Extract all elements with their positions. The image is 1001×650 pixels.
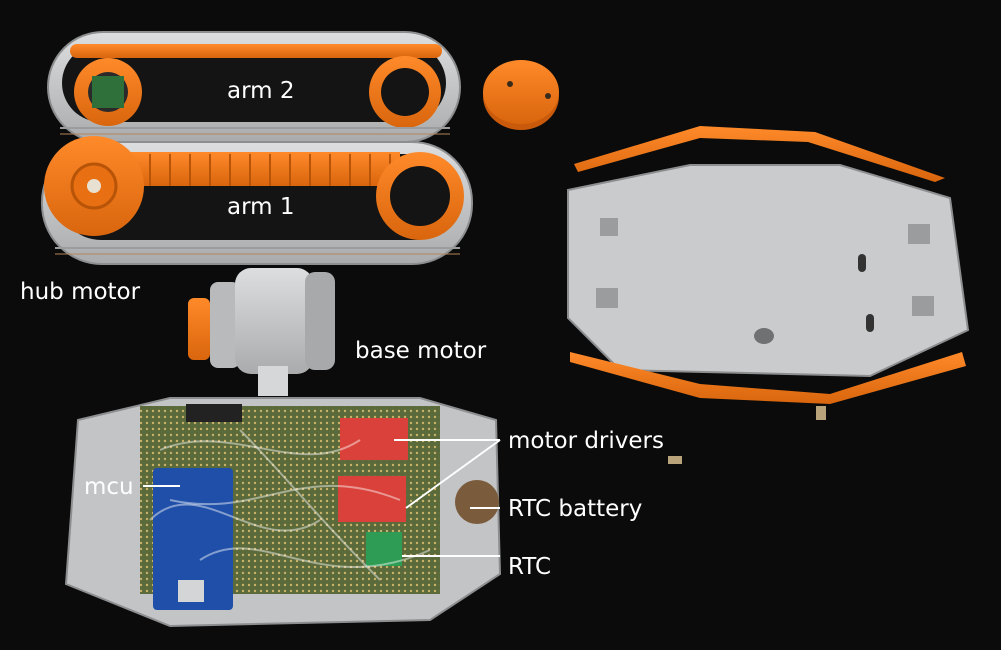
label-arm-2: arm 2	[227, 78, 295, 104]
label-hub-motor: hub motor	[20, 279, 141, 305]
orange-disc	[483, 60, 559, 130]
arm-2	[47, 31, 461, 143]
label-rtc: RTC	[508, 554, 552, 580]
label-rtc-battery: RTC battery	[508, 496, 643, 522]
screws	[668, 406, 826, 464]
base-plate	[567, 164, 970, 378]
label-arm-1: arm 1	[227, 194, 295, 220]
electronics-base	[64, 397, 502, 628]
motor-assembly	[188, 268, 335, 396]
side-rails	[570, 126, 966, 404]
label-mcu: mcu	[84, 474, 134, 500]
label-base-motor: base motor	[355, 338, 487, 364]
arm-1	[41, 136, 473, 265]
callout-lines	[143, 439, 501, 557]
label-motor-drivers: motor drivers	[508, 428, 664, 454]
